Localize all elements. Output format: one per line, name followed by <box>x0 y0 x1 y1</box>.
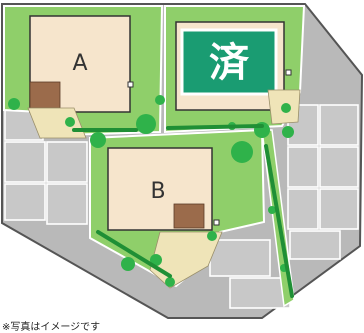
entrance-bricks <box>29 81 205 229</box>
hedges <box>72 124 294 298</box>
paving-stones <box>27 89 301 289</box>
sold-badge-text: 済 <box>209 40 250 86</box>
meter-boxes <box>127 69 292 226</box>
image-disclaimer: ※写真はイメージです <box>2 322 101 333</box>
lot-label-b: B <box>150 179 165 204</box>
lot-label-a: A <box>72 51 87 76</box>
sold-badge-bg <box>180 28 278 96</box>
